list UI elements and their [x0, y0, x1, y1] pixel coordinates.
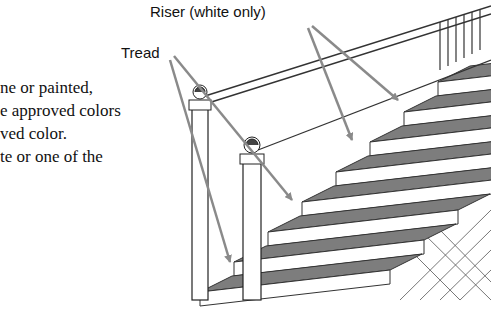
note-text: e approved colors: [0, 101, 121, 121]
note-text: te or one of the: [0, 147, 103, 167]
balusters: [440, 10, 480, 70]
handrail: [258, 60, 491, 150]
handrail: [205, 6, 491, 104]
note-text: ne or painted,: [0, 78, 93, 98]
part-label: Riser (white only): [150, 3, 266, 20]
leader-arrow: [170, 26, 398, 262]
note-text: ved color.: [0, 124, 67, 144]
part-label: Tread: [121, 44, 160, 61]
newel-post: [189, 85, 211, 300]
stair-riser: [200, 270, 390, 306]
